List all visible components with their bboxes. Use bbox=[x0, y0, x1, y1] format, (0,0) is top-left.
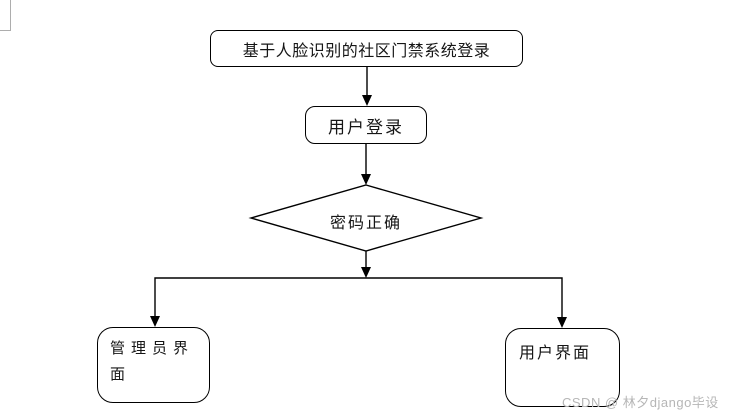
csdn-watermark: CSDN @ 林夕django毕设 bbox=[562, 395, 719, 410]
node-login-label: 用户登录 bbox=[328, 117, 404, 137]
node-start: 基于人脸识别的社区门禁系统登录 bbox=[210, 30, 523, 67]
page-frame-corner bbox=[0, 0, 11, 31]
node-start-label: 基于人脸识别的社区门禁系统登录 bbox=[242, 42, 491, 60]
arrowhead-into-rail bbox=[361, 267, 371, 278]
arrowhead-into-login bbox=[362, 95, 372, 106]
arrowhead-into-admin bbox=[150, 316, 160, 327]
node-login: 用户登录 bbox=[305, 106, 427, 144]
node-user-label: 用户界面 bbox=[519, 345, 592, 362]
decision-diamond-shape bbox=[248, 184, 484, 252]
arrowhead-into-user bbox=[557, 317, 567, 328]
node-admin-label: 管理员界面 bbox=[110, 341, 195, 384]
arrowhead-into-decision bbox=[361, 174, 371, 185]
node-decision-label: 密码正确 bbox=[329, 215, 402, 232]
node-user: 用户界面 bbox=[505, 328, 620, 407]
edge-branch-rail bbox=[154, 277, 563, 317]
node-admin: 管理员界面 bbox=[97, 327, 210, 403]
